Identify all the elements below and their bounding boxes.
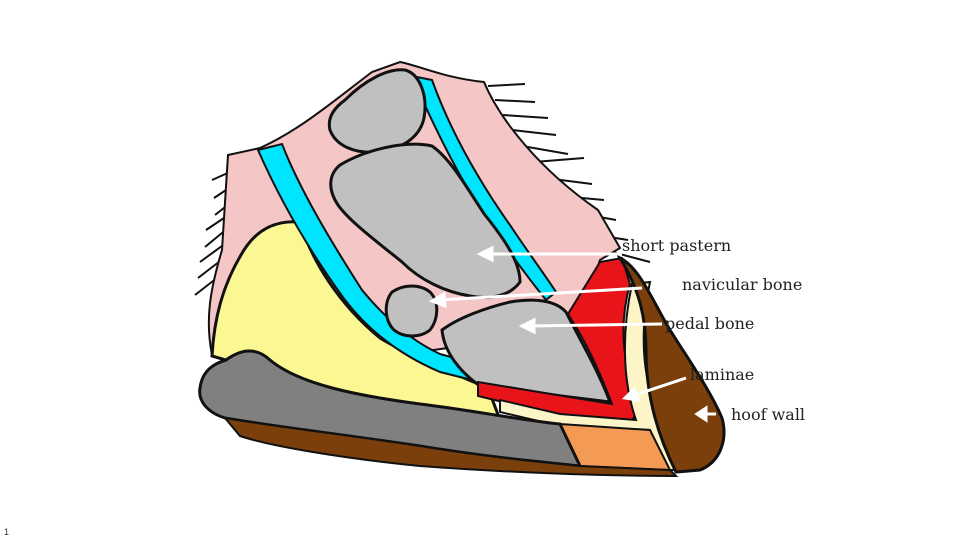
label-navicular-bone: navicular bone <box>682 275 802 294</box>
arrow-navicular-bone <box>439 286 643 302</box>
hoof-underside <box>222 416 679 478</box>
arrowhead-laminae <box>621 386 641 402</box>
arrowhead-pedal-bone <box>518 317 536 335</box>
short-pastern-bone <box>329 142 522 299</box>
label-pedal-bone: pedal bone <box>665 314 754 333</box>
arrow-laminae <box>631 376 687 398</box>
long-pastern-bone <box>327 68 427 154</box>
arrowhead-short-pastern <box>476 245 494 263</box>
label-short-pastern: short pastern <box>622 236 731 255</box>
slide-number: 1 <box>4 527 10 537</box>
label-hoof-wall: hoof wall <box>731 405 805 424</box>
arrow-pedal-bone <box>529 322 663 328</box>
label-arrows <box>428 245 716 423</box>
arrowhead-hoof-wall <box>694 405 708 423</box>
label-laminae: laminae <box>690 365 754 384</box>
arrowhead-navicular-bone <box>428 291 447 309</box>
hoof-wall <box>615 254 726 474</box>
navicular-bone <box>384 284 439 338</box>
